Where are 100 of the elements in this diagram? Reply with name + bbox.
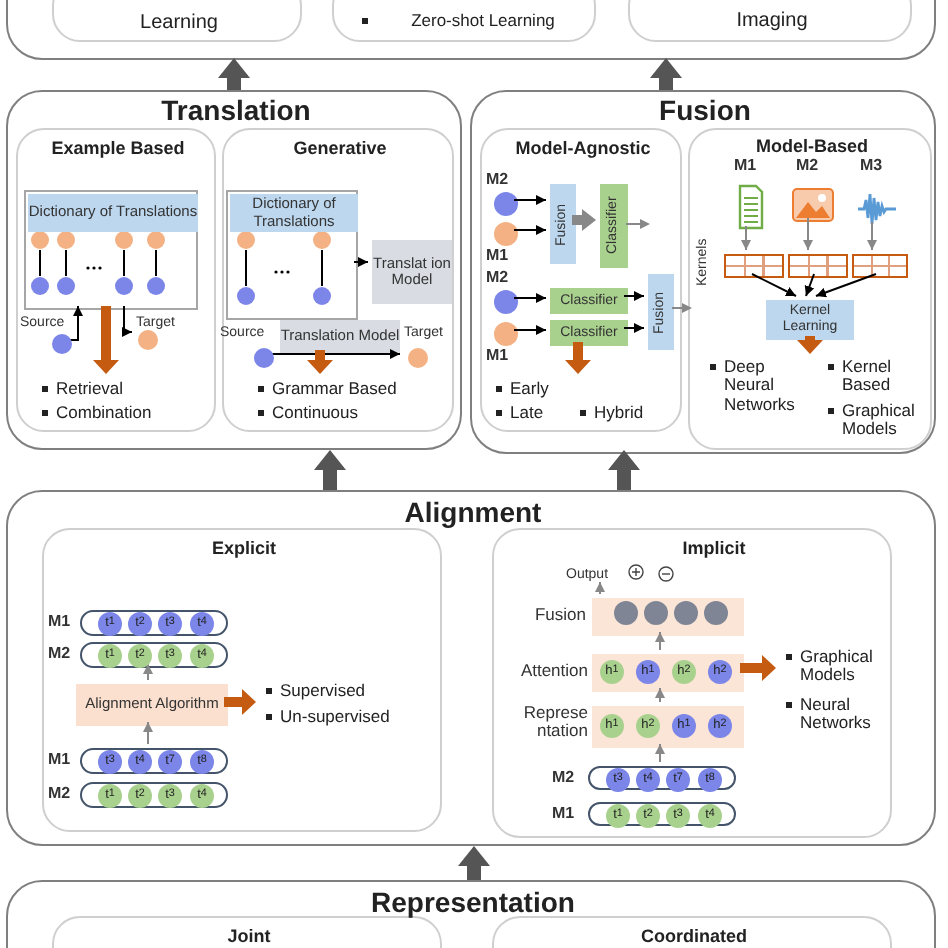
category-card xyxy=(688,128,932,450)
arrow xyxy=(804,273,815,297)
arrow xyxy=(595,581,605,595)
sequence-capsule xyxy=(80,642,228,668)
sequence-capsule xyxy=(80,748,228,774)
bullet-item: Supervised xyxy=(264,682,434,704)
arrow xyxy=(353,257,369,267)
box-heading: Example Based xyxy=(49,140,187,162)
bullet-item: Graphical Models xyxy=(826,402,926,446)
arrow xyxy=(623,291,645,301)
box-heading: Generative xyxy=(291,140,389,162)
modality-label: M1 xyxy=(486,248,511,266)
arrow xyxy=(572,213,596,227)
arrow xyxy=(313,350,327,374)
modality-label: M2 xyxy=(486,172,511,190)
panel-title: Fusion xyxy=(657,96,753,128)
arrow xyxy=(867,221,877,251)
bullet-item: Graphical Models xyxy=(784,648,888,692)
modality-label: M2 xyxy=(552,770,577,788)
sequence-capsule xyxy=(588,766,736,790)
modality-label: M1 xyxy=(552,806,577,824)
arrow xyxy=(803,217,813,251)
layer-label: Fusion xyxy=(532,606,586,628)
bullet-item: Kernel Based xyxy=(826,358,926,402)
arrow xyxy=(122,305,133,337)
category-card xyxy=(480,128,682,432)
box-heading: Explicit xyxy=(209,540,278,562)
modality-circle xyxy=(494,192,518,216)
kernel-learning-box xyxy=(766,300,854,340)
fusion-box xyxy=(648,274,674,350)
fusion-box xyxy=(550,184,576,264)
modality-circle xyxy=(494,222,518,246)
arrow xyxy=(571,342,585,374)
arrow xyxy=(655,743,665,763)
modality-label: M1 xyxy=(734,158,759,178)
panel-title: Translation xyxy=(159,96,313,128)
section-panel xyxy=(6,490,936,846)
section-panel xyxy=(470,90,936,454)
bullet-item: Retrieval xyxy=(40,380,210,402)
document-icon xyxy=(738,184,764,230)
algorithm-box xyxy=(76,684,228,726)
box-heading: Model-Agnostic xyxy=(513,140,653,162)
box-heading: Model-Based xyxy=(753,138,870,158)
bullet-item: Late xyxy=(494,404,574,426)
modality-label: M2 xyxy=(48,646,73,664)
modality-label: M1 xyxy=(486,348,511,366)
arrow xyxy=(655,631,665,651)
kernel-matrix xyxy=(788,254,848,278)
arrow xyxy=(740,661,776,675)
arrow xyxy=(143,663,153,681)
box-heading: Coordinated xyxy=(639,928,749,948)
arrow xyxy=(741,225,751,251)
category-card xyxy=(492,528,892,838)
modality-circle xyxy=(494,290,518,314)
arrow xyxy=(271,349,401,359)
sequence-capsule xyxy=(588,802,736,826)
box-heading: Implicit xyxy=(680,540,748,562)
bullet-item: Grammar Based xyxy=(256,380,452,402)
arrow xyxy=(224,695,256,709)
arrow xyxy=(656,58,676,90)
arrow xyxy=(623,323,645,333)
modality-label: M1 xyxy=(48,752,73,770)
sequence-capsule xyxy=(80,610,228,636)
arrow xyxy=(751,273,797,297)
modality-circle xyxy=(494,322,518,346)
modality-label: M2 xyxy=(486,270,511,288)
image-icon xyxy=(792,188,834,222)
modality-label: M2 xyxy=(796,158,821,178)
category-card xyxy=(42,528,442,832)
arrow xyxy=(67,305,83,341)
arrow xyxy=(143,721,153,745)
panel-title: Representation xyxy=(369,888,577,920)
category-label: Imaging xyxy=(734,10,810,34)
arrow xyxy=(614,450,634,490)
category-card xyxy=(222,128,454,432)
arrow xyxy=(803,336,817,354)
arrow xyxy=(464,846,484,880)
kernel-matrix xyxy=(724,254,784,278)
bullet-item: Early xyxy=(494,380,574,402)
bullet-item: Combination xyxy=(40,404,210,426)
sequence-capsule xyxy=(80,782,228,808)
arrow xyxy=(513,225,547,235)
arrow xyxy=(224,58,244,90)
bullet-item: Zero-shot Learning xyxy=(360,12,590,36)
arrow xyxy=(320,450,340,490)
bullet-item: Hybrid xyxy=(578,404,678,426)
arrow xyxy=(815,273,877,298)
arrow xyxy=(655,687,665,703)
box-heading: Joint xyxy=(225,928,273,948)
modality-label: M3 xyxy=(860,158,885,178)
arrow xyxy=(513,195,547,205)
layer-label: Represe ntation xyxy=(521,704,588,745)
arrow xyxy=(99,306,113,374)
modality-label: M1 xyxy=(48,614,73,632)
dictionary-box xyxy=(226,190,358,320)
bullet-item: Neural Networks xyxy=(784,696,888,740)
bullet-item: Deep Neural Networks xyxy=(708,358,804,426)
layer-label: Attention xyxy=(518,662,588,684)
panel-title: Alignment xyxy=(402,498,544,530)
kernel-matrix xyxy=(852,254,908,278)
